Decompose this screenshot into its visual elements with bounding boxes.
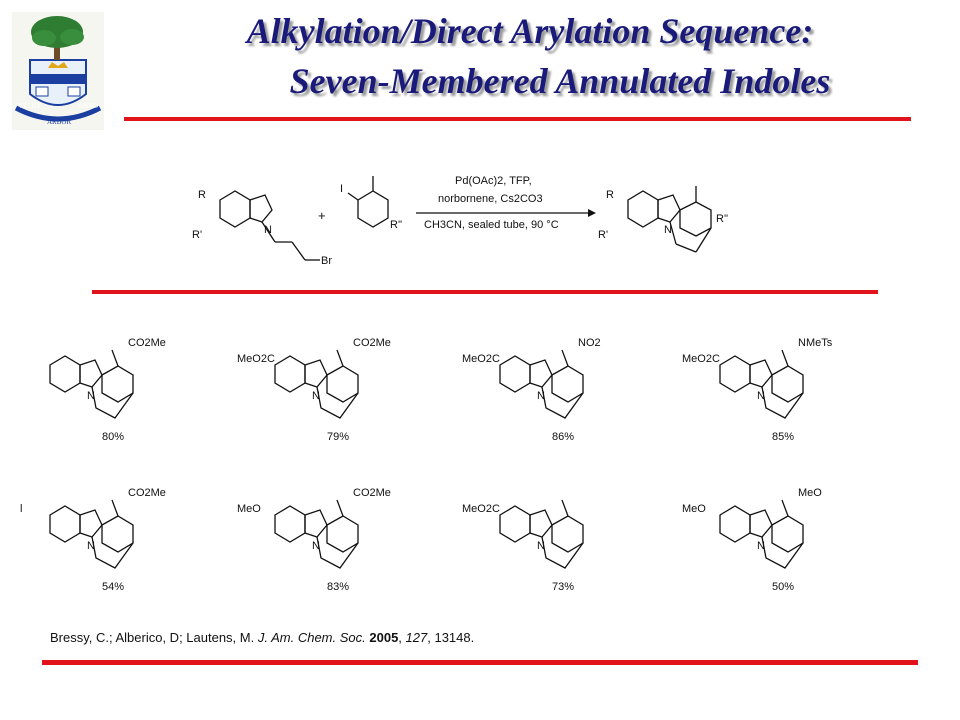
aryl-substituent-label: CO2Me xyxy=(128,487,166,499)
indole-substituent-label: MeO xyxy=(682,503,706,515)
aryl-r-double-label: R'' xyxy=(390,219,402,231)
product-r-prime-label: R' xyxy=(598,229,608,241)
aryl-iodide: I R'' xyxy=(340,176,402,231)
slide-title-line-2: Seven-Membered Annulated Indoles xyxy=(289,61,831,101)
product-structure: N CO2Me 80% xyxy=(49,337,166,443)
nitrogen-label: N xyxy=(312,540,320,552)
yield-label: 86% xyxy=(552,431,574,443)
indole-r-prime-label: R' xyxy=(192,229,202,241)
yield-label: 83% xyxy=(327,581,349,593)
conditions-line-3: CH3CN, sealed tube, 90 °C xyxy=(424,219,559,231)
nitrogen-label: N xyxy=(757,390,765,402)
product-n-label: N xyxy=(664,224,672,236)
yield-label: 73% xyxy=(552,581,574,593)
product-grid: NCO2Me80%NCO2MeMeO2C79%NNO2MeO2C86%NNMeT… xyxy=(20,337,833,593)
product-structure: N MeO2C 73% xyxy=(462,499,584,593)
yield-label: 80% xyxy=(102,431,124,443)
reaction-arrow: Pd(OAc)2, TFP, norbornene, Cs2CO3 CH3CN,… xyxy=(416,175,596,231)
indole-n-label: N xyxy=(264,224,272,236)
aryl-substituent-label: CO2Me xyxy=(128,337,166,349)
aryl-substituent-label: MeO xyxy=(798,487,822,499)
indole-starting-material: R R' N Br xyxy=(192,189,332,267)
crest-motto-bottom: ARBOR xyxy=(47,118,71,126)
nitrogen-label: N xyxy=(87,390,95,402)
aryl-substituent-label: CO2Me xyxy=(353,487,391,499)
reference-authors: Bressy, C.; Alberico, D; Lautens, M. xyxy=(50,630,255,645)
yield-label: 50% xyxy=(772,581,794,593)
plus-sign: + xyxy=(318,208,326,223)
crest-motto-right: ANNO xyxy=(78,102,98,110)
yield-label: 54% xyxy=(102,581,124,593)
annulated-indole-product: R R' N R'' xyxy=(598,186,728,253)
slide-title-line-1: Alkylation/Direct Arylation Sequence: xyxy=(246,11,814,51)
indole-substituent-label: Cl xyxy=(20,503,22,515)
crest-motto-left: VELUT xyxy=(18,102,42,110)
product-structure: N MeO MeO 50% xyxy=(682,487,822,593)
aryl-substituent-label: CO2Me xyxy=(353,337,391,349)
conditions-line-2: norbornene, Cs2CO3 xyxy=(438,193,543,205)
nitrogen-label: N xyxy=(537,390,545,402)
yield-label: 79% xyxy=(327,431,349,443)
reference-journal: J. Am. Chem. Soc. xyxy=(257,630,366,645)
indole-substituent-label: MeO2C xyxy=(237,353,275,365)
product-r-label: R xyxy=(606,189,614,201)
scheme-divider xyxy=(92,290,878,294)
aryl-substituent-label: NMeTs xyxy=(798,337,833,349)
nitrogen-label: N xyxy=(757,540,765,552)
indole-r-label: R xyxy=(198,189,206,201)
product-r-double-label: R'' xyxy=(716,213,728,225)
conditions-line-1: Pd(OAc)2, TFP, xyxy=(455,175,532,187)
aryl-i-label: I xyxy=(340,183,343,195)
indole-substituent-label: MeO2C xyxy=(682,353,720,365)
nitrogen-label: N xyxy=(312,390,320,402)
product-structure: N CO2MeCl 54% xyxy=(20,487,166,593)
reference-pages: , 13148. xyxy=(427,630,475,645)
reference-volume: 127 xyxy=(405,630,428,645)
title-divider xyxy=(124,117,911,121)
reference-year: 2005 xyxy=(369,630,399,645)
aryl-substituent-label: NO2 xyxy=(578,337,601,349)
indole-substituent-label: MeO2C xyxy=(462,353,500,365)
yield-label: 85% xyxy=(772,431,794,443)
indole-br-label: Br xyxy=(321,255,332,267)
nitrogen-label: N xyxy=(537,540,545,552)
university-crest-logo: VELUT ANNO ARBOR xyxy=(12,12,104,130)
footer-divider xyxy=(42,660,918,665)
literature-reference: Bressy, C.; Alberico, D; Lautens, M. J. … xyxy=(50,630,475,645)
indole-substituent-label: MeO2C xyxy=(462,503,500,515)
indole-substituent-label: MeO xyxy=(237,503,261,515)
reaction-scheme: R R' N Br + I R'' Pd(OAc)2, TFP, norborn… xyxy=(192,175,728,267)
nitrogen-label: N xyxy=(87,540,95,552)
